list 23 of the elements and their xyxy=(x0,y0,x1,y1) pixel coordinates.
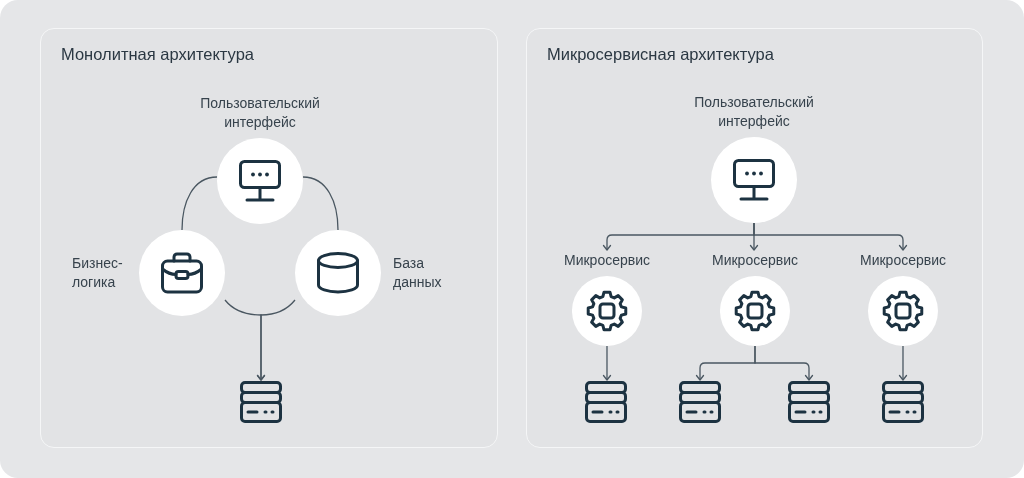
arrow xyxy=(898,345,908,381)
node-label: Бизнес-логика xyxy=(72,254,124,292)
node-label: Микросервис xyxy=(860,251,946,270)
node-label: База данных xyxy=(393,254,443,292)
panel xyxy=(40,28,498,448)
arrow xyxy=(602,345,612,381)
node-label: Пользовательский интерфейс xyxy=(199,94,321,132)
server-icon xyxy=(788,381,830,423)
arrow xyxy=(256,299,296,381)
arrow xyxy=(754,345,814,381)
server-icon xyxy=(585,381,627,423)
panel-title: Микросервисная архитектура xyxy=(547,44,774,64)
connector-line xyxy=(302,176,339,231)
panel xyxy=(526,28,983,448)
server-icon xyxy=(240,381,282,423)
panel-title: Монолитная архитектура xyxy=(61,44,254,64)
node-label: Пользовательский интерфейс xyxy=(693,93,815,131)
server-icon xyxy=(679,381,721,423)
node-label: Микросервис xyxy=(712,251,798,270)
node-label: Микросервис xyxy=(564,251,650,270)
arrow xyxy=(753,222,908,251)
connector-line xyxy=(181,176,218,231)
server-icon xyxy=(882,381,924,423)
